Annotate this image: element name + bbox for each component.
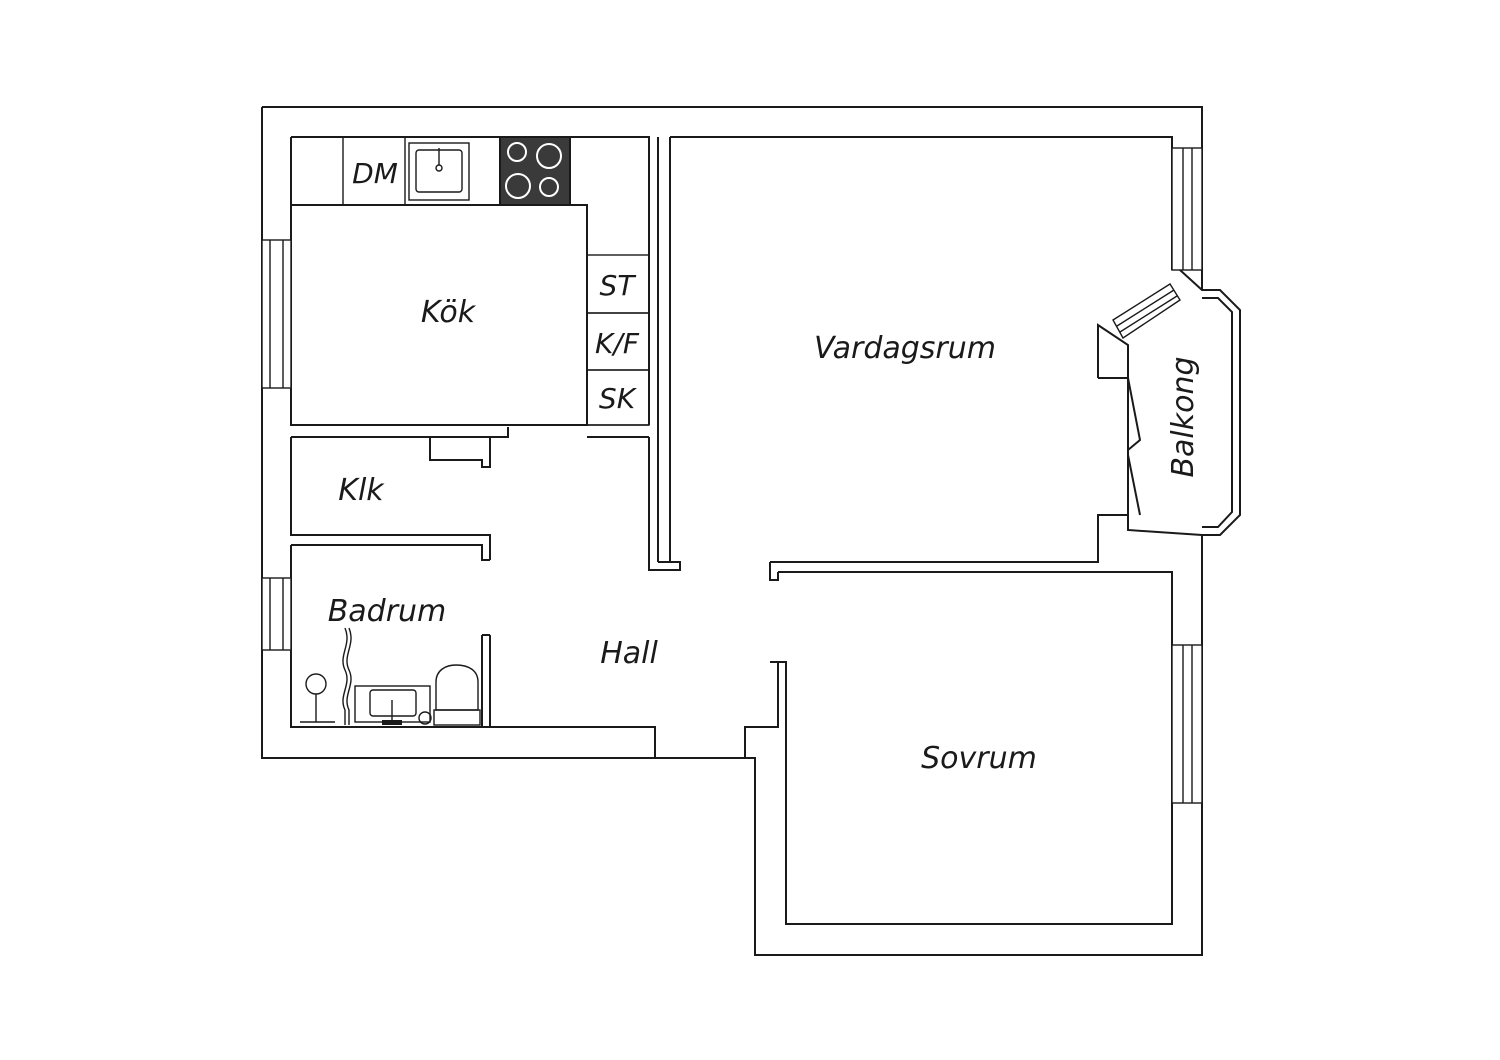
label-wardrobe: ST bbox=[600, 269, 637, 302]
sink-icon bbox=[408, 142, 470, 201]
stove-icon bbox=[499, 136, 571, 206]
kitchen-window bbox=[261, 239, 292, 389]
shower-icon bbox=[342, 627, 348, 725]
balcony bbox=[1127, 269, 1241, 536]
label-dishwasher: DM bbox=[352, 157, 398, 190]
hall-walls bbox=[587, 137, 779, 758]
label-kitchen: Kök bbox=[421, 295, 477, 330]
kitchen bbox=[290, 136, 650, 426]
label-fridge-freezer: K/F bbox=[595, 327, 640, 360]
label-bedroom: Sovrum bbox=[921, 741, 1037, 776]
label-bathroom: Badrum bbox=[328, 594, 447, 629]
label-hall: Hall bbox=[600, 636, 658, 671]
label-balcony: Balkong bbox=[1166, 356, 1201, 477]
exterior-walls bbox=[261, 106, 1203, 956]
label-cabinet: SK bbox=[599, 382, 638, 415]
closet bbox=[290, 427, 509, 561]
bedroom-window bbox=[1171, 644, 1203, 804]
toilet-icon bbox=[435, 664, 479, 711]
bathroom-window bbox=[261, 577, 292, 651]
label-closet: Klk bbox=[338, 473, 385, 508]
bedroom bbox=[778, 571, 1173, 925]
label-living-room: Vardagsrum bbox=[814, 331, 996, 366]
living-room-window bbox=[1112, 147, 1203, 340]
